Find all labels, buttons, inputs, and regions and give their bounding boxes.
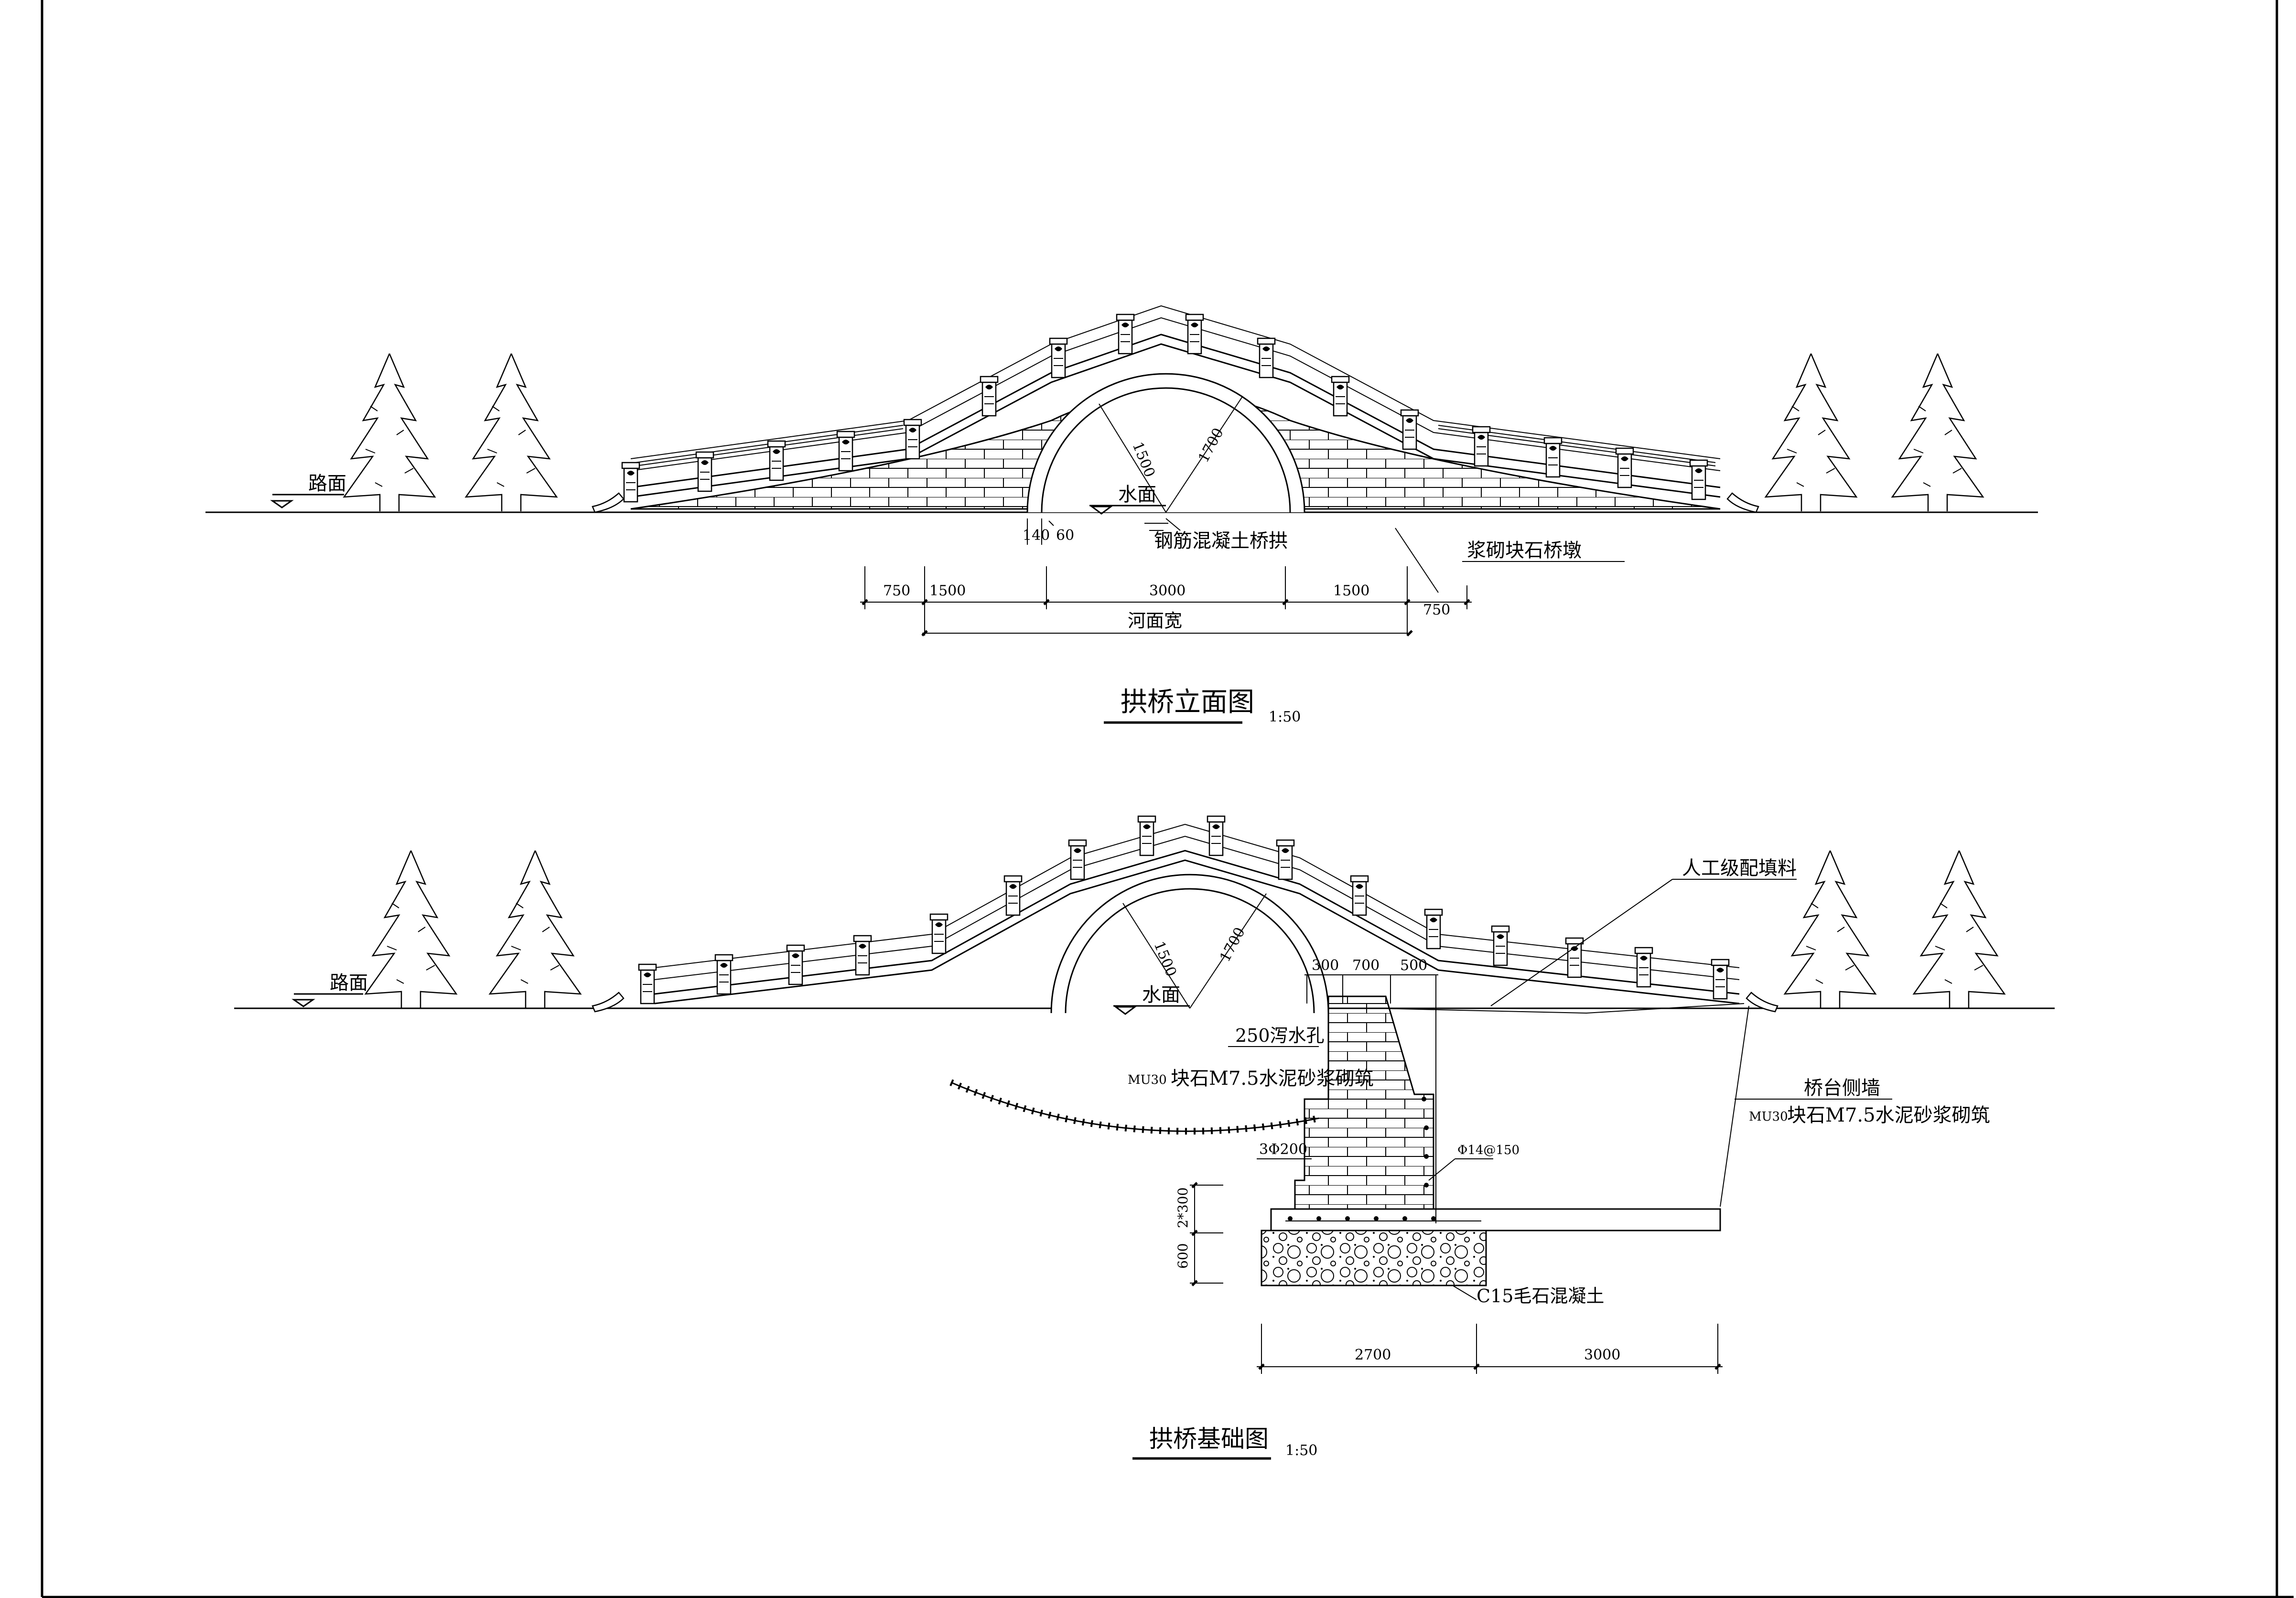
foundation-dim-700: 700 xyxy=(1352,957,1380,974)
foundation-masonry-grade-left: MU30 xyxy=(1128,1073,1167,1087)
foundation-base-dim: 600 xyxy=(1175,1243,1191,1269)
foundation-dim-500: 500 xyxy=(1400,957,1427,974)
tree-icon xyxy=(1765,353,1857,512)
foundation-drain-label: 250泻水孔 xyxy=(1235,1025,1325,1046)
foundation-masonry-left: 块石M7.5水泥砂浆砌筑 xyxy=(1171,1068,1374,1090)
elevation-arch-label: 钢筋混凝土桥拱 xyxy=(1154,530,1288,552)
elevation-dim-1: 750 xyxy=(883,583,910,599)
scroll-ornament-icon xyxy=(592,492,625,513)
foundation-rebar-a: 3Φ200 xyxy=(1259,1141,1307,1158)
elevation-water-label: 水面 xyxy=(1118,484,1156,506)
scroll-ornament-icon xyxy=(1726,492,1759,513)
elevation-title: 拱桥立面图 xyxy=(1121,687,1254,718)
tree-icon xyxy=(1784,850,1876,1009)
foundation-masonry-grade-right: MU30 xyxy=(1749,1110,1788,1124)
foundation-dim-300: 300 xyxy=(1312,957,1339,974)
foundation-scale: 1:50 xyxy=(1285,1442,1317,1459)
foundation-road-label: 路面 xyxy=(330,972,368,994)
foundation-arch-outer xyxy=(1050,874,1329,1014)
elevation-road-label: 路面 xyxy=(308,473,346,495)
foundation-fill-label: 人工级配填料 xyxy=(1682,857,1797,879)
elevation-scale: 1:50 xyxy=(1269,709,1301,725)
elevation-dim-3: 3000 xyxy=(1149,583,1186,599)
elevation-dim-140: 140 xyxy=(1023,527,1050,544)
elevation-view: 路面 xyxy=(205,305,2038,725)
foundation-arch-inner xyxy=(1065,888,1315,1014)
foundation-view: 路面 1500 xyxy=(234,815,2055,1460)
elevation-arch-inner xyxy=(1041,387,1291,513)
tree-icon xyxy=(1891,353,1984,512)
tree-icon xyxy=(465,353,558,512)
elevation-dim-5: 750 xyxy=(1423,602,1450,618)
elevation-dim-4: 1500 xyxy=(1333,583,1369,599)
foundation-concrete-label: C15毛石混凝土 xyxy=(1477,1285,1604,1306)
tree-icon xyxy=(489,850,582,1009)
foundation-bottom-dim-2: 3000 xyxy=(1584,1347,1620,1363)
tree-icon xyxy=(365,850,457,1009)
foundation-slab xyxy=(1270,1208,1721,1231)
sheet-border xyxy=(41,0,2294,1598)
foundation-side-wall-label: 桥台侧墙 xyxy=(1804,1077,1880,1099)
elevation-arch-outer xyxy=(1026,373,1305,513)
foundation-rebar-b: Φ14@150 xyxy=(1457,1143,1520,1157)
foundation-rubble-concrete xyxy=(1261,1230,1487,1286)
elevation-pier-label: 浆砌块石桥墩 xyxy=(1467,540,1582,561)
elevation-dim-60: 60 xyxy=(1056,527,1074,544)
foundation-step-dim: 2*300 xyxy=(1175,1188,1191,1228)
foundation-bottom-dim-1: 2700 xyxy=(1355,1347,1391,1363)
foundation-title: 拱桥基础图 xyxy=(1149,1425,1269,1453)
tree-icon xyxy=(1913,850,2005,1009)
foundation-water-label: 水面 xyxy=(1142,984,1180,1006)
elevation-dimension-chain: 750 1500 3000 1500 750 河面宽 xyxy=(860,566,1472,637)
elevation-dim-2: 1500 xyxy=(929,583,966,599)
elevation-river-width: 河面宽 xyxy=(1128,610,1182,631)
tree-icon xyxy=(343,353,436,512)
foundation-masonry-right: 块石M7.5水泥砂浆砌筑 xyxy=(1787,1104,1990,1126)
